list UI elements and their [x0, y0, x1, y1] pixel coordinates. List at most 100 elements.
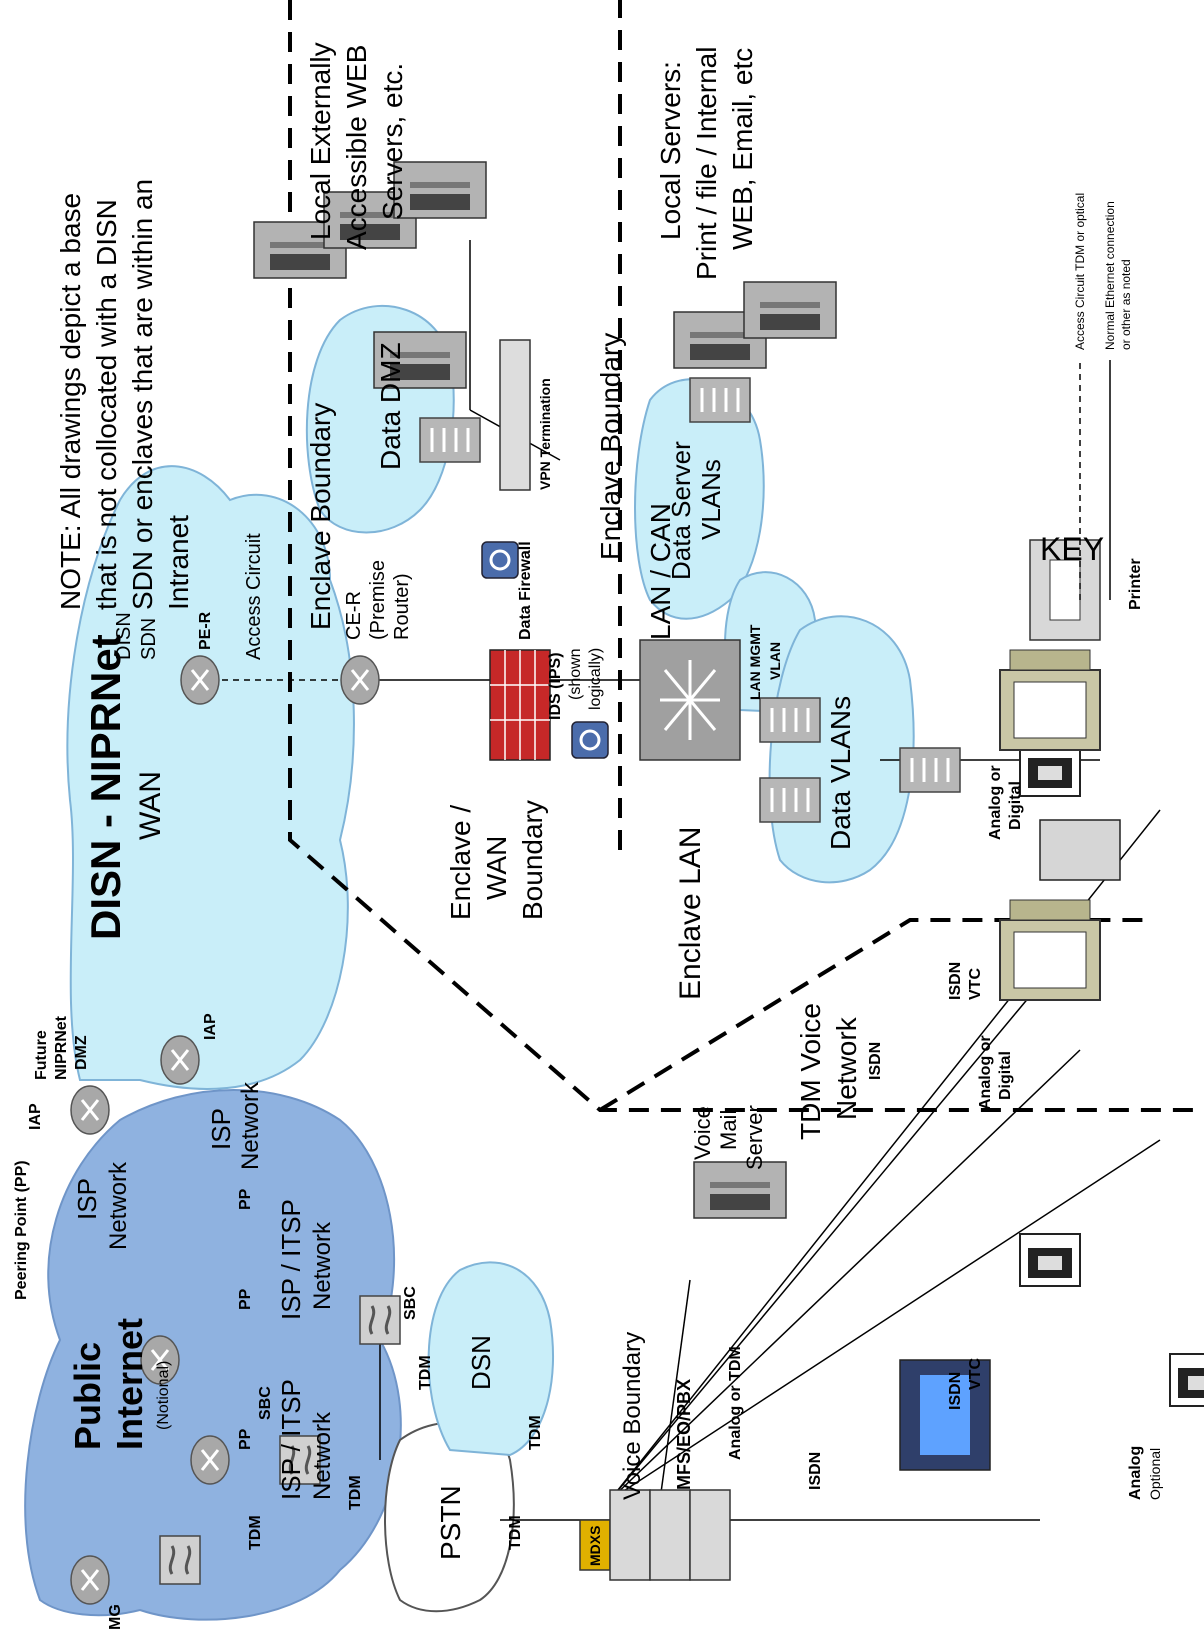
pstn-label: PSTN	[435, 1485, 466, 1560]
analog-tdm: Analog or TDM	[727, 1346, 744, 1460]
tdm-5: TDM	[527, 1415, 544, 1450]
pc-right	[999, 649, 1101, 751]
server-vlans-1: Data Server	[666, 441, 696, 580]
enclave-wan-2: WAN	[481, 836, 512, 900]
data-firewall-label: Data Firewall	[517, 541, 534, 640]
mdxs-label: MDXS	[587, 1526, 603, 1566]
peering-point: Peering Point (PP)	[13, 1160, 30, 1300]
vtc-1: VTC	[967, 968, 984, 1000]
analog-digital-1a: Analog or	[987, 765, 1004, 840]
isp-mid-1: ISP	[206, 1108, 236, 1150]
tdm-3: TDM	[417, 1355, 434, 1390]
key-solid-2: or other as noted	[1119, 259, 1133, 350]
public-title-1: Public	[67, 1342, 108, 1450]
isdn-line-2: ISDN	[807, 1452, 824, 1490]
voice-mail-1: Voice	[690, 1106, 715, 1160]
dmz-label: Data DMZ	[375, 342, 406, 470]
isdn-vtc-left	[899, 1359, 991, 1471]
voice-mail-2: Mail	[716, 1110, 741, 1150]
isp-mid-2: Network	[237, 1081, 264, 1170]
pp-3: PP	[237, 1188, 254, 1210]
tdm-2: TDM	[347, 1475, 364, 1510]
itsp-left-2: Network	[309, 1411, 336, 1500]
enclave-lan: Enclave LAN	[674, 827, 707, 1000]
isp-top-1: ISP	[72, 1178, 102, 1220]
future-1: Future	[33, 1030, 50, 1080]
dsn-cloud	[427, 1261, 554, 1457]
note-3: SDN or enclaves that are within an	[127, 179, 158, 610]
voice-boundary: Voice Boundary	[619, 1332, 646, 1500]
mgmt-2: VLAN	[767, 642, 783, 680]
vpn-label: VPN Termination	[537, 378, 553, 490]
local-ext-3: Servers, etc.	[377, 63, 408, 220]
isdn-2: ISDN	[947, 1372, 964, 1410]
itsp-left-1: ISP / ITSP	[276, 1379, 306, 1500]
enclave-boundary-1: Enclave Boundary	[305, 403, 336, 630]
disn-title: DISN - NIPRNet	[82, 634, 129, 940]
access-circuit: Access Circuit	[243, 533, 265, 660]
pe-r: PE-R	[197, 611, 214, 650]
local-ext-1: Local Externally	[305, 42, 336, 240]
isdn-vtc-right	[1039, 819, 1121, 881]
iap-1: IAP	[27, 1103, 44, 1130]
iap-2: IAP	[202, 1013, 219, 1040]
dsn-label: DSN	[466, 1335, 496, 1390]
local-srv-1: Local Servers:	[655, 61, 686, 240]
future-3: DMZ	[73, 1035, 90, 1070]
printer-label: Printer	[1127, 558, 1144, 610]
data-vlans: Data VLANs	[825, 696, 856, 850]
isdn-1: ISDN	[947, 962, 964, 1000]
tdm-voice-2: Network	[831, 1016, 862, 1120]
public-internet-cloud	[24, 1089, 402, 1621]
local-srv-2: Print / file / Internal	[691, 47, 722, 280]
disn-cloud	[66, 465, 355, 1090]
disn-sdn-2: SDN	[138, 618, 160, 660]
note-2: that is not collocated with a DISN	[91, 199, 122, 610]
lan-can: LAN / CAN	[645, 503, 676, 640]
mfs-label: MFS/EO/PBX	[674, 1379, 694, 1490]
local-ext-2: Accessible WEB	[341, 45, 372, 250]
analog-digital-1b: Digital	[1007, 781, 1024, 830]
pp-2: PP	[237, 1288, 254, 1310]
data-firewall	[489, 649, 551, 761]
optional-label: Optional	[1147, 1448, 1163, 1500]
public-notional: (Notional)	[155, 1361, 172, 1430]
analog-digital-2a: Analog or	[977, 1035, 994, 1110]
mg-gateway	[158, 1534, 202, 1586]
pp-1: PP	[237, 1428, 254, 1450]
tdm-1: TDM	[247, 1515, 264, 1550]
tdm-4: TDM	[507, 1515, 524, 1550]
enclave-boundary-line	[288, 0, 1204, 1112]
key-dashed: Access Circuit TDM or optical	[1073, 193, 1087, 350]
sbc-2: SBC	[402, 1286, 419, 1320]
isdn-line-1: ISDN	[867, 1042, 884, 1080]
ids-1: IDS (IPS)	[547, 652, 564, 720]
ce-r-3: Router)	[391, 573, 413, 640]
vpn-terminator	[499, 339, 531, 491]
ce-r-1: CE-R	[343, 591, 365, 640]
itsp-right-1: ISP / ITSP	[276, 1199, 306, 1320]
voice-mail-server	[693, 1161, 787, 1219]
pc-left	[999, 899, 1101, 1001]
server-vlan-cloud	[634, 378, 765, 620]
public-title-2: Internet	[109, 1318, 150, 1450]
mfs-pbx	[609, 1489, 731, 1581]
server-vlans-2: VLANs	[696, 459, 726, 540]
analog-label: Analog	[1127, 1446, 1144, 1500]
ids-2: (shown	[567, 648, 584, 700]
disn-sub: WAN	[134, 771, 167, 840]
voice-mail-3: Server	[742, 1105, 767, 1170]
printer	[1029, 539, 1101, 641]
disn-sdn-1: DISN	[113, 612, 135, 660]
tdm-voice-1: TDM Voice	[795, 1003, 826, 1140]
enclave-wan-3: Boundary	[517, 800, 548, 920]
ce-r-2: (Premise	[367, 560, 389, 640]
key-solid-1: Normal Ethernet connection	[1103, 201, 1117, 350]
analog-digital-2b: Digital	[997, 1051, 1014, 1100]
key-title: KEY	[1040, 531, 1104, 567]
enclave-wan-1: Enclave /	[445, 805, 476, 920]
itsp-right-2: Network	[309, 1221, 336, 1310]
note-4: Intranet	[163, 515, 194, 610]
ids-3: logically)	[587, 648, 604, 710]
